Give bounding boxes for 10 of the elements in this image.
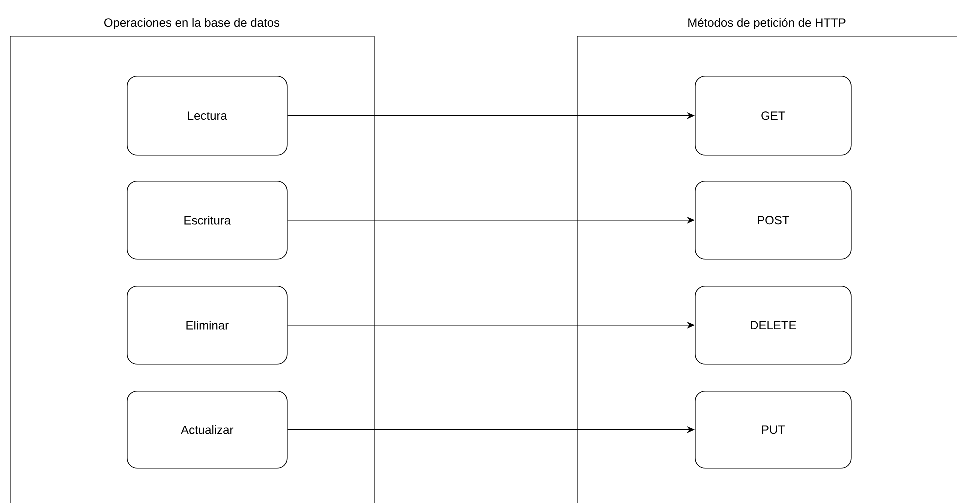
process-box: Eliminar [127,286,288,365]
process-box: GET [695,76,852,156]
process-box: Actualizar [127,391,288,469]
process-box: DELETE [695,286,852,365]
process-box: POST [695,181,852,260]
node-label: Métodos de petición de HTTP [688,18,846,30]
node-label: Operaciones en la base de datos [104,18,280,30]
process-box: Lectura [127,76,288,156]
process-box: Escritura [127,181,288,260]
process-box: PUT [695,391,852,469]
